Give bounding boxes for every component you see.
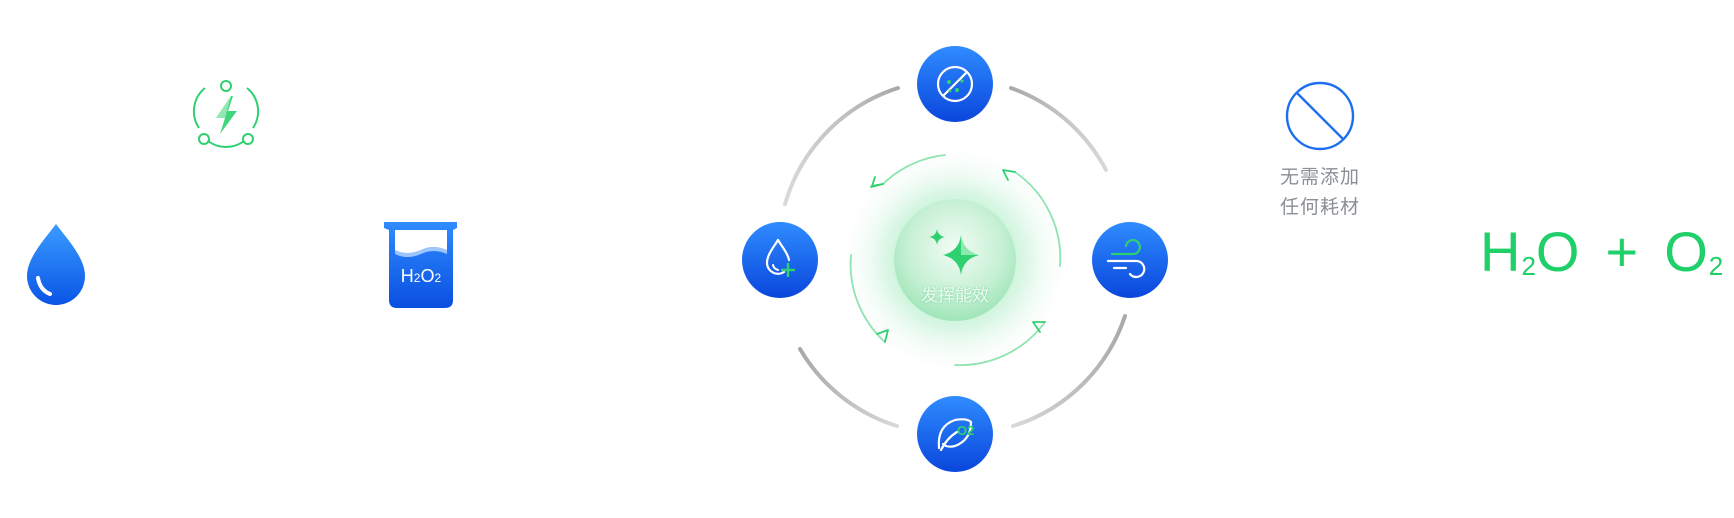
formula-o: O <box>1535 220 1580 283</box>
no-consumables-line1: 无需添加 <box>1279 166 1360 188</box>
no-bacteria-node <box>917 46 993 122</box>
formula-h: H <box>1480 220 1521 283</box>
no-bacteria-icon <box>936 65 974 103</box>
wind-node <box>1092 222 1168 298</box>
ring-arc-top-left <box>783 86 900 206</box>
beaker-h2o2-icon: H2O2 <box>383 220 459 310</box>
formula-h2o-o2: H2O+O2 <box>1480 224 1723 280</box>
no-consumables-caption: 无需添加 任何耗材 <box>1265 162 1375 222</box>
formula-o2: O <box>1664 220 1708 283</box>
water-plus-icon <box>765 238 796 278</box>
formula-sub2: 2 <box>1708 251 1724 281</box>
water-plus-node <box>742 222 818 298</box>
ring-arc-top-right <box>1009 86 1108 172</box>
leaf-o2-icon <box>937 418 973 452</box>
no-consumables-line2: 任何耗材 <box>1279 196 1360 218</box>
formula-plus: + <box>1605 220 1639 283</box>
no-symbol-icon <box>1284 80 1356 152</box>
leaf-o2-label: O2 <box>957 423 975 438</box>
ring-arc-bottom-left <box>798 347 899 428</box>
wind-icon <box>1106 239 1146 279</box>
hub-core: 发挥能效 <box>894 199 1016 321</box>
sparkle-icon <box>925 223 985 283</box>
leaf-o2-node: O2 <box>917 396 993 472</box>
hub-label: 发挥能效 <box>921 286 989 306</box>
beaker-label: H2O2 <box>400 266 442 286</box>
water-drop-icon <box>24 222 88 308</box>
cycle-diagram <box>735 80 1175 440</box>
formula-sub1: 2 <box>1521 251 1536 281</box>
energy-cycle-icon <box>190 78 262 150</box>
ring-arc-bottom-right <box>1011 314 1127 428</box>
